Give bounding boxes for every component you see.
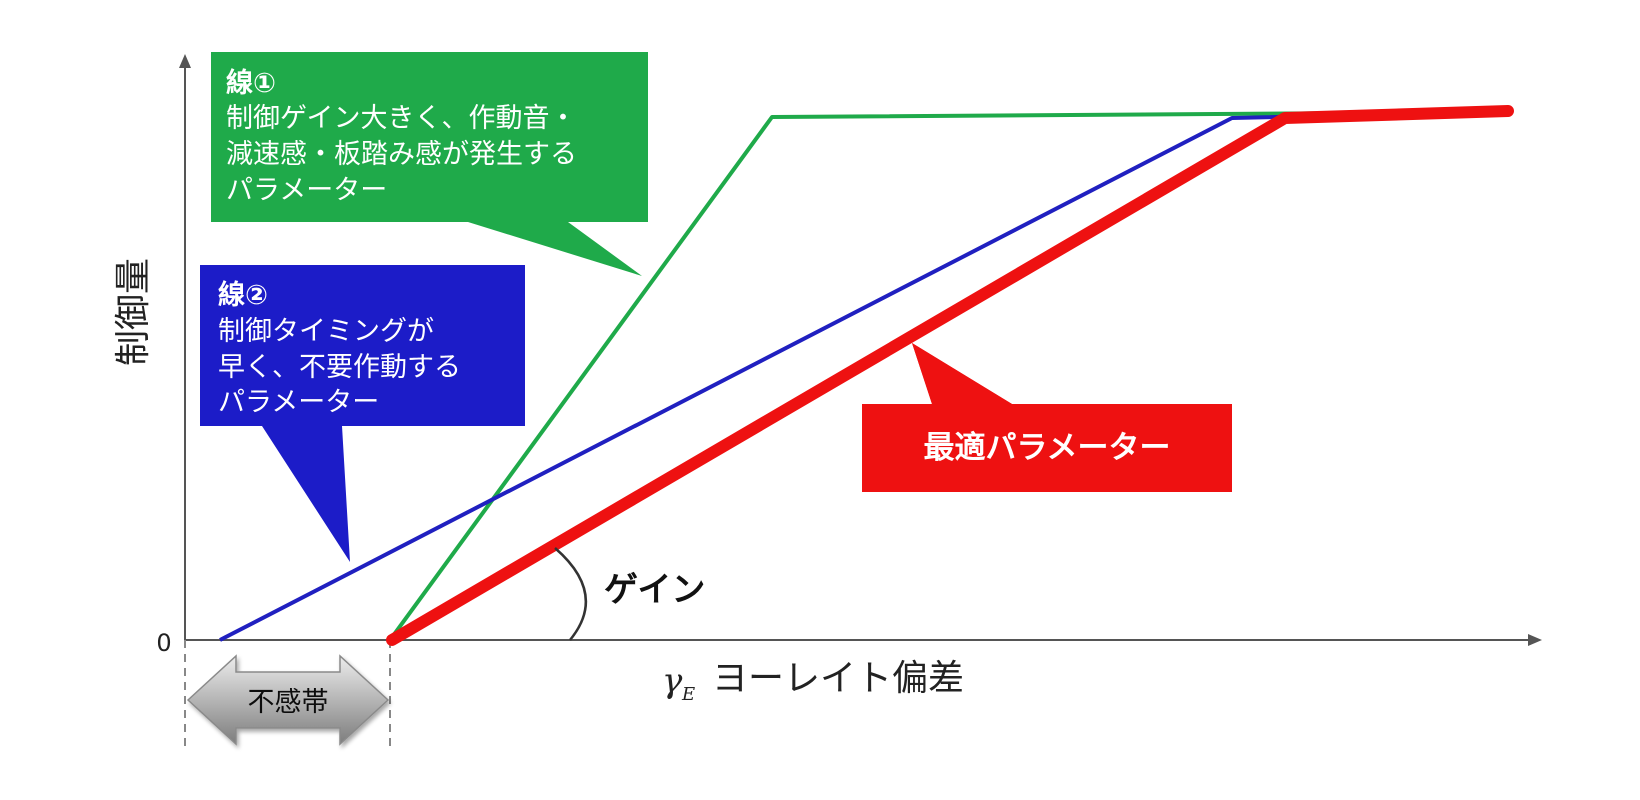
callout-line1: 線① 制御ゲイン大きく、作動音・ 減速感・板踏み感が発生する パラメーター — [211, 52, 648, 276]
dead-band-label: 不感帯 — [248, 687, 329, 718]
callout-line2-title: 線② — [218, 279, 268, 311]
y-axis-label: 制御量 — [113, 258, 154, 366]
callout-line1-title: 線① — [226, 67, 276, 99]
green-line — [388, 110, 1501, 642]
dead-band-arrow: 不感帯 — [186, 654, 390, 746]
callout-optimal-pointer — [912, 343, 1012, 404]
red-line — [386, 105, 1514, 646]
callout-optimal: 最適パラメーター — [862, 343, 1232, 492]
callout-line2-box — [200, 265, 525, 562]
x-axis-arrowhead — [1528, 634, 1542, 646]
callout-line2: 線② 制御タイミングが 早く、不要作動する パラメーター — [200, 265, 525, 562]
gain-label: ゲイン — [604, 570, 705, 610]
callout-line1-text-3: パラメーター — [226, 175, 387, 206]
x-axis-label-text: ヨーレイト偏差 — [712, 658, 964, 699]
callout-line1-text-1: 制御ゲイン大きく、作動音・ — [226, 103, 576, 134]
dead-band-arrow-shape — [186, 654, 390, 746]
callout-line2-text-1: 制御タイミングが — [218, 316, 434, 347]
origin-label: 0 — [156, 629, 171, 657]
axes — [179, 54, 1542, 646]
callout-line2-text-3: パラメーター — [218, 387, 379, 418]
gain-arc — [554, 547, 587, 641]
x-axis-label-subscript: E — [681, 684, 695, 705]
x-axis-label: γ E ヨーレイト偏差 — [662, 658, 964, 705]
y-axis-arrowhead — [179, 54, 191, 68]
callout-line2-text-2: 早く、不要作動する — [218, 352, 461, 383]
x-axis-label-symbol: γ — [662, 661, 683, 701]
callout-optimal-box — [862, 343, 1232, 492]
callout-line1-box — [211, 52, 648, 276]
callout-line1-text-2: 減速感・板踏み感が発生する — [226, 139, 577, 170]
callout-optimal-label: 最適パラメーター — [923, 430, 1170, 466]
